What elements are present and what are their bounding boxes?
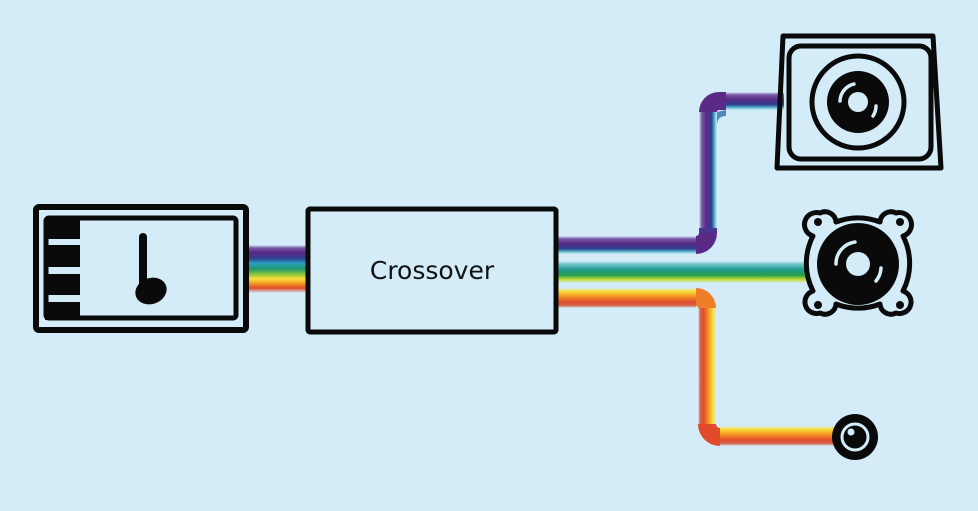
crossover-label: Crossover <box>370 256 495 285</box>
midrange-speaker-icon <box>802 209 914 317</box>
woofer-speaker-icon <box>774 33 944 171</box>
low-band-wire <box>556 92 784 254</box>
high-band-wire <box>556 288 836 446</box>
mid-band-wire <box>556 261 808 283</box>
music-note-icon <box>135 233 167 305</box>
audio-source-device <box>33 204 249 333</box>
source-contact-bar <box>45 245 80 267</box>
input-signal-bundle <box>246 245 308 293</box>
source-contact-bar <box>45 274 80 295</box>
source-contact-bar <box>45 302 80 320</box>
crossover-box: Crossover <box>305 206 559 335</box>
tweeter-icon <box>832 414 878 460</box>
source-contact-bar <box>45 217 80 239</box>
